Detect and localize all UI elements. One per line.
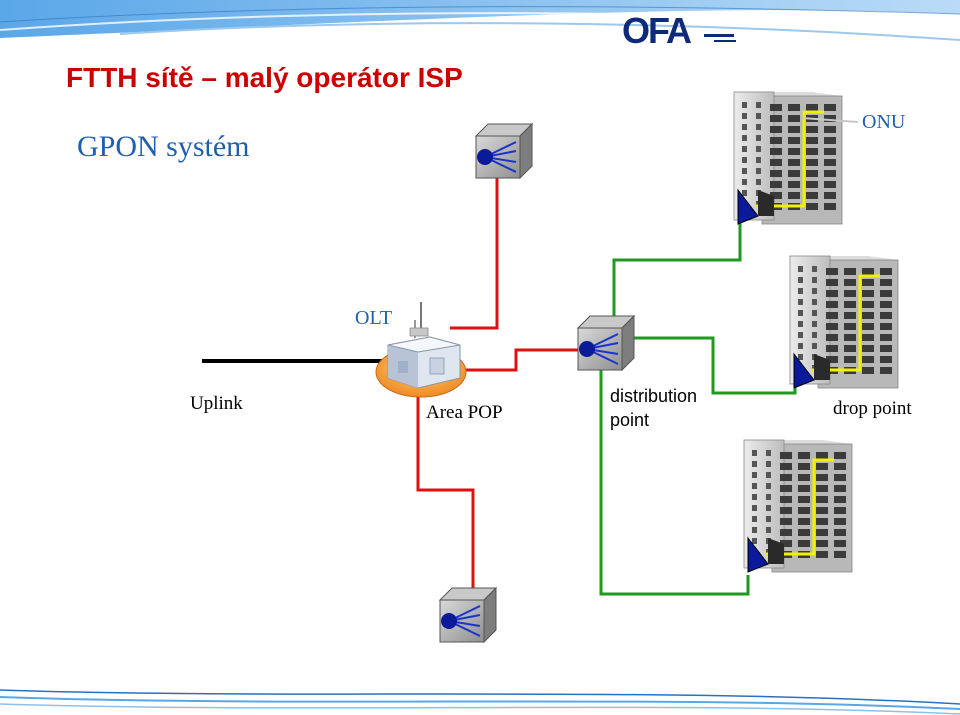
area-pop-label: Area POP [426, 402, 503, 423]
buildings [733, 91, 899, 573]
ofa-logo-graphic [704, 34, 736, 42]
distribution-fibers [599, 218, 797, 596]
uplink-label: Uplink [190, 393, 243, 414]
building-top [733, 91, 843, 225]
feeder-fibers [416, 177, 580, 588]
distribution-point-label: distribution point [610, 384, 697, 432]
onu-pointer [801, 117, 859, 123]
building-bottom [743, 439, 853, 573]
splitter-box-top [474, 122, 534, 180]
olt-area-pop [375, 302, 467, 398]
slide-subtitle: GPON systém [77, 130, 250, 163]
ofa-logo-text: OFA [622, 10, 692, 51]
building-middle [789, 255, 899, 389]
slide-title: FTTH sítě – malý operátor ISP [66, 62, 463, 93]
top-swoosh-decoration [0, 0, 960, 41]
splitter-box-bottom [438, 586, 498, 644]
distribution-point-label-line1: distribution [610, 386, 698, 406]
drop-point-label: drop point [833, 398, 912, 419]
splitter-boxes [438, 122, 636, 644]
distribution-point-label-line2: point [610, 410, 650, 430]
onu-label: ONU [862, 111, 906, 133]
bottom-swoosh-decoration [0, 689, 960, 715]
olt-label: OLT [355, 307, 393, 329]
splitter-box-distribution [576, 314, 636, 372]
